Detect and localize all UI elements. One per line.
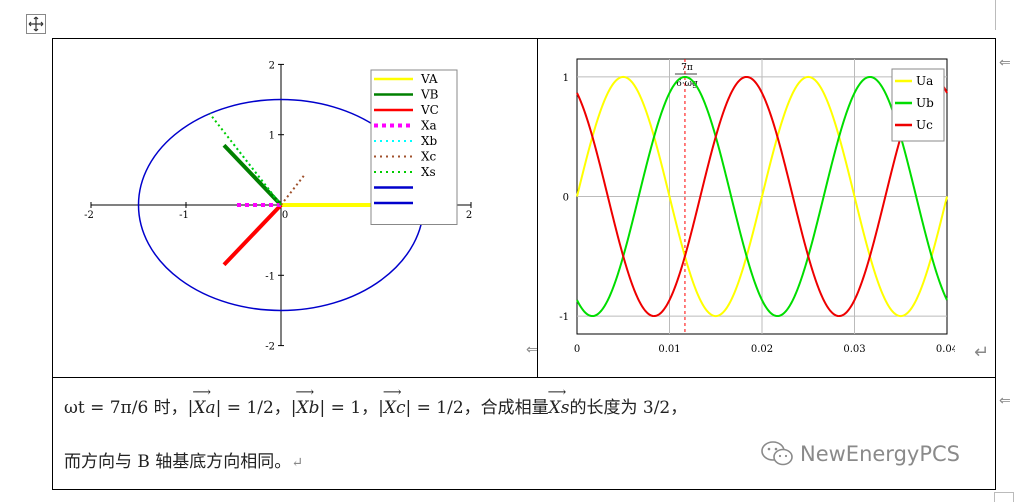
caption-text: | = 1/2，合成相量	[405, 398, 549, 418]
y-tick-label: -2	[265, 342, 275, 353]
end-of-row-mark: ⇐	[999, 55, 1011, 71]
vector-xa: Xa	[192, 385, 215, 418]
x-tick-label: -2	[84, 210, 94, 221]
table-column-divider	[537, 39, 538, 377]
wechat-icon	[761, 441, 793, 466]
phasor-xc	[280, 173, 306, 206]
watermark: NewEnergyPCS	[760, 440, 960, 468]
phasor-vc	[222, 203, 283, 267]
end-of-row-mark: ⇐	[999, 393, 1011, 409]
caption-line-2: 而方向与 B 轴基底方向相同。↵	[64, 447, 303, 472]
x-tick-label: 0.04	[936, 344, 955, 355]
legend-box	[370, 69, 458, 225]
x-tick-label: 0.03	[843, 344, 865, 355]
legend-label: Xs	[421, 165, 436, 179]
x-tick-label: 0.02	[751, 344, 773, 355]
legend-label: Xa	[421, 119, 437, 133]
caption-text: ωt = 7π/6 时，|	[64, 398, 194, 418]
vector-xs: Xs	[548, 385, 570, 418]
legend-label: Xb	[421, 134, 438, 148]
legend-label: VC	[420, 103, 439, 117]
legend-label: VB	[420, 88, 439, 102]
page-corner-mark	[995, 0, 996, 30]
phasor-vb	[222, 143, 283, 207]
y-tick-label: -1	[559, 312, 569, 323]
vector-xb: Xb	[296, 385, 320, 418]
y-tick-label: 1	[563, 73, 569, 84]
watermark-text: NewEnergyPCS	[800, 442, 960, 466]
legend-label: Uc	[916, 118, 933, 132]
legend-label: Ua	[916, 74, 933, 88]
y-tick-label: -1	[265, 271, 275, 282]
caption-text: 而方向与 B 轴基底方向相同。	[64, 452, 292, 472]
page-corner-mark	[994, 492, 1014, 502]
x-tick-label: 0	[282, 210, 288, 221]
table-move-handle-icon[interactable]	[26, 14, 46, 34]
x-tick-label: 0	[574, 344, 580, 355]
legend-label: VA	[420, 72, 438, 86]
y-tick-label: 1	[269, 131, 275, 142]
vector-xc: Xc	[383, 385, 406, 418]
paragraph-mark: ↵	[291, 455, 304, 471]
marker-label-bottom: 6·ωg	[676, 79, 698, 89]
legend-label: Xc	[421, 150, 437, 164]
series-ua	[576, 75, 948, 318]
caption-line-1: ωt = 7π/6 时，|Xa| = 1/2，|Xb| = 1，|Xc| = 1…	[64, 385, 688, 418]
table-row-divider	[53, 377, 995, 378]
paragraph-mark: ↵	[974, 342, 990, 363]
phasor-xs	[208, 113, 282, 206]
caption-text: | = 1/2，|	[215, 398, 297, 418]
series-ub	[576, 75, 948, 318]
marker-label-top: 7π	[681, 63, 693, 73]
x-tick-label: 2	[466, 210, 472, 221]
caption-text: 的长度为 3/2，	[569, 398, 688, 418]
y-tick-label: 0	[563, 193, 569, 204]
x-tick-label: 0.01	[658, 344, 680, 355]
series-uc	[576, 75, 948, 318]
legend-label: Ub	[916, 96, 934, 110]
y-tick-label: 2	[269, 60, 275, 71]
document-table	[52, 38, 996, 490]
caption-text: | = 1，|	[319, 398, 384, 418]
x-tick-label: -1	[179, 210, 189, 221]
end-of-cell-mark: ⇐	[526, 342, 538, 358]
